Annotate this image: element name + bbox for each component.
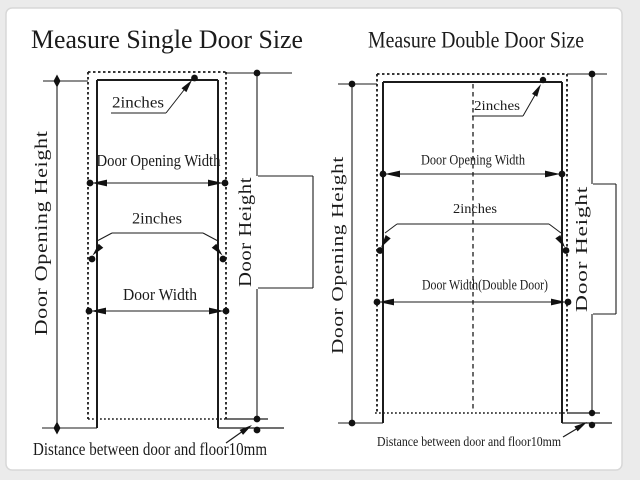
single-top-gap-label: 2inches xyxy=(112,95,164,112)
single-door-opening-width-label: Door Opening Width xyxy=(97,151,222,170)
single-opening-height-dimension: Door Opening Height xyxy=(31,74,97,435)
double-door-width-dimension: Door Width(Double Door) xyxy=(373,277,572,306)
double-door-diagram: Measure Double Door Size Door Opening H xyxy=(328,27,617,449)
single-door-width-dimension: Door Width xyxy=(85,285,230,315)
single-side-gap-callout: 2inches xyxy=(88,211,227,263)
double-top-gap-callout: 2inches xyxy=(472,76,547,117)
double-floor-gap-callout: Distance between door and floor10mm xyxy=(377,409,612,449)
single-door-title: Measure Single Door Size xyxy=(31,25,303,54)
single-opening-width-dimension: Door Opening Width xyxy=(86,151,229,187)
double-opening-height-dimension: Door Opening Height xyxy=(328,80,383,427)
dimension-dot-marker xyxy=(253,69,261,77)
double-opening-width-dimension: Door Opening Width xyxy=(379,152,566,178)
dimension-diamond-marker xyxy=(53,74,61,88)
double-opening-outline xyxy=(376,73,568,413)
dimension-diamond-marker xyxy=(53,421,61,435)
double-side-gap-label: 2inches xyxy=(453,202,497,217)
double-door-title: Measure Double Door Size xyxy=(368,27,584,52)
single-door-height-dimension: Door Height xyxy=(226,69,314,419)
double-top-gap-label: 2inches xyxy=(474,99,520,114)
double-side-gap-callout: 2inches xyxy=(376,202,570,254)
single-side-gap-label: 2inches xyxy=(132,211,182,228)
double-door-opening-height-label: Door Opening Height xyxy=(328,156,347,354)
single-door-diagram: Measure Single Door Size Door Opening He… xyxy=(31,25,314,459)
double-door-height-label: Door Height xyxy=(572,186,591,312)
single-door-opening-height-label: Door Opening Height xyxy=(31,131,51,336)
single-opening-outline xyxy=(87,71,227,419)
double-floor-gap-label: Distance between door and floor10mm xyxy=(377,434,561,449)
double-door-width-label: Door Width(Double Door) xyxy=(422,277,548,293)
single-floor-gap-callout: Distance between door and floor10mm xyxy=(33,415,284,459)
double-door-outline xyxy=(382,81,563,423)
leader-arrowhead xyxy=(181,80,192,93)
single-door-width-label: Door Width xyxy=(123,285,198,304)
card-background xyxy=(5,7,623,471)
single-floor-gap-label: Distance between door and floor10mm xyxy=(33,439,267,459)
single-door-outline xyxy=(96,79,219,428)
double-door-height-dimension: Door Height xyxy=(567,70,617,413)
single-top-gap-callout: 2inches xyxy=(111,74,198,114)
gap-point-marker xyxy=(191,74,198,82)
single-door-height-label: Door Height xyxy=(235,177,255,287)
double-door-opening-width-label: Door Opening Width xyxy=(421,152,526,168)
